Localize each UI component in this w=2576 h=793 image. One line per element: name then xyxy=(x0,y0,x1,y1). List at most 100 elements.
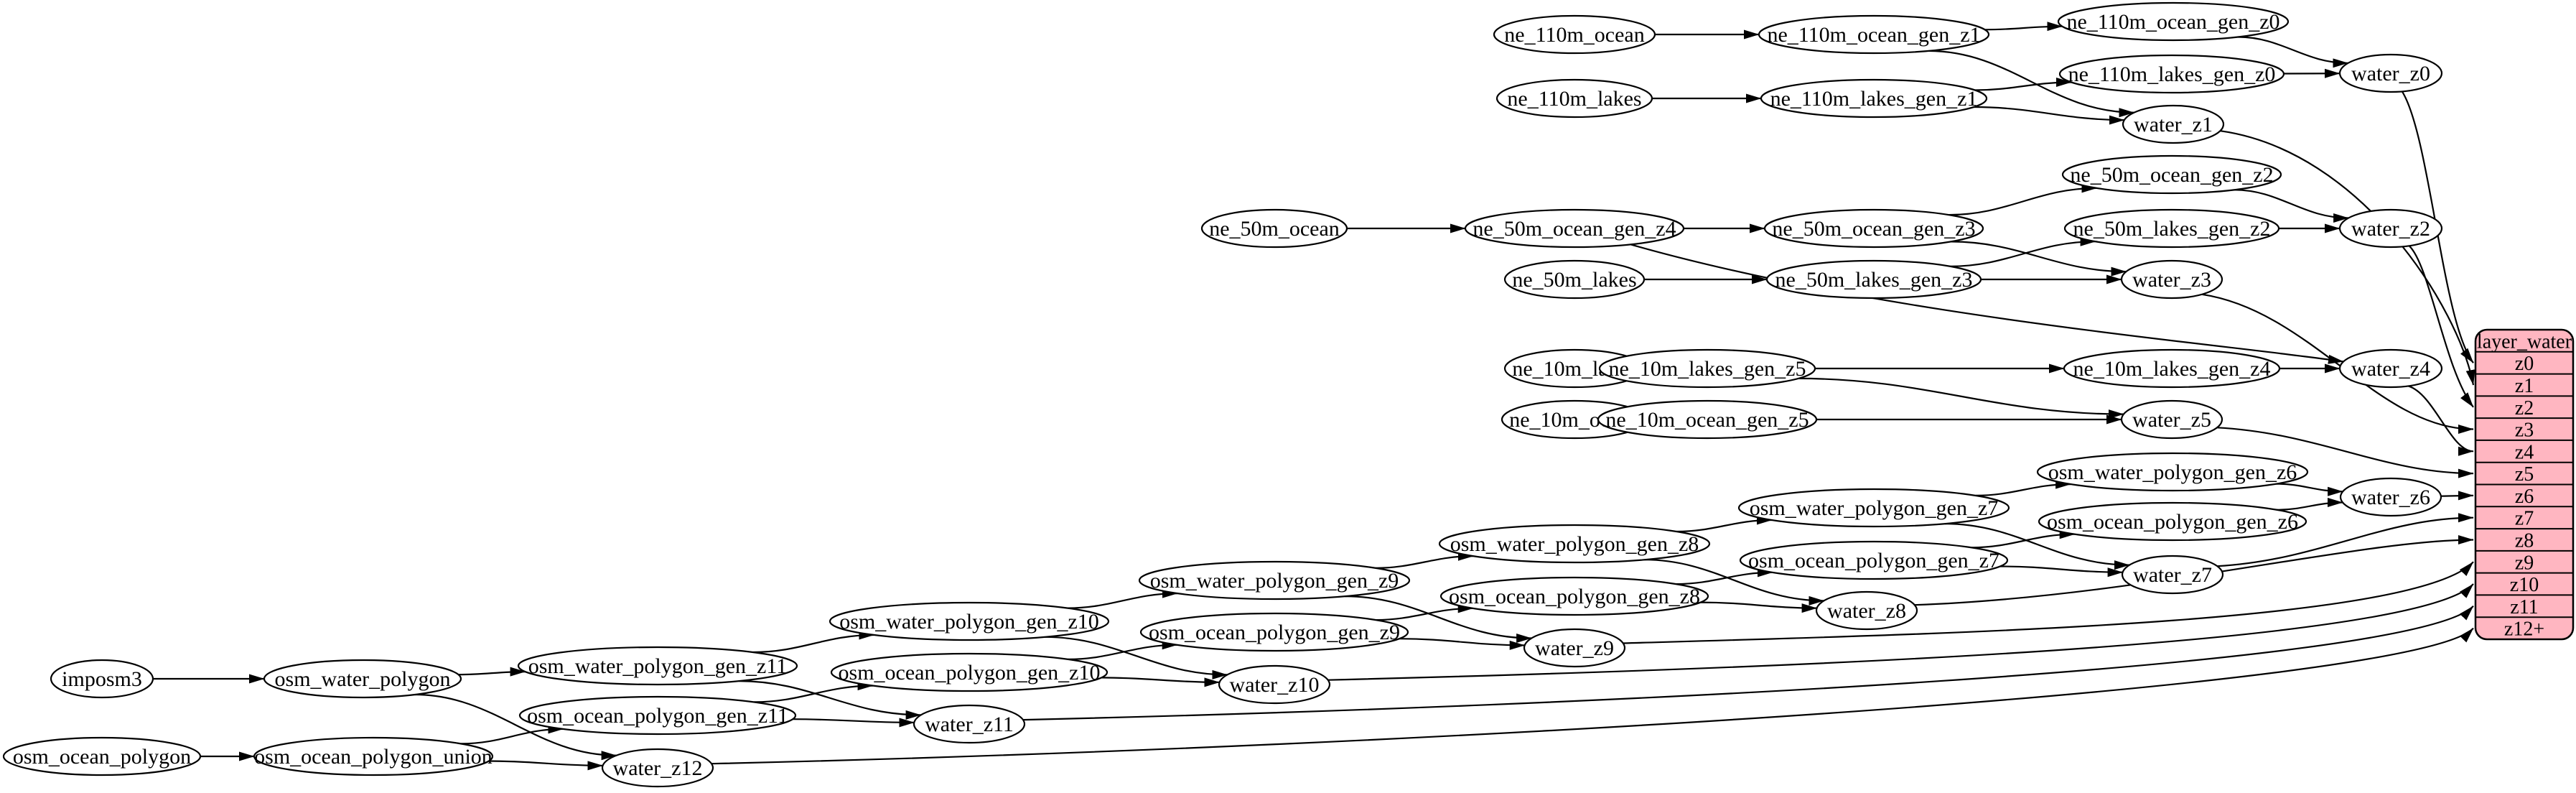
table-header: layer_water xyxy=(2477,330,2572,353)
table-row-z7: z7 xyxy=(2515,508,2534,530)
node-label-osm_water_polygon_gen_z11: osm_water_polygon_gen_z11 xyxy=(528,654,787,678)
node-water_z4: water_z4 xyxy=(2340,350,2442,387)
node-ne_110m_ocean_gen_z1: ne_110m_ocean_gen_z1 xyxy=(1759,16,1989,53)
table-row-z11: z11 xyxy=(2510,596,2538,618)
edge-ne_50m_lakes_gen_z3-ne_50m_lakes_gen_z2 xyxy=(1950,241,2095,266)
node-water_z0: water_z0 xyxy=(2340,55,2442,92)
node-label-osm_ocean_polygon: osm_ocean_polygon xyxy=(13,745,191,769)
node-osm_ocean_polygon_gen_z8: osm_ocean_polygon_gen_z8 xyxy=(1441,578,1708,615)
node-osm_water_polygon_gen_z9: osm_water_polygon_gen_z9 xyxy=(1139,562,1409,599)
node-label-ne_10m_lakes_gen_z5: ne_10m_lakes_gen_z5 xyxy=(1609,357,1806,381)
edge-ne_110m_ocean_gen_z0-water_z0 xyxy=(2238,37,2348,63)
layer-water-table: layer_waterz0z1z2z3z4z5z6z7z8z9z10z11z12… xyxy=(2475,330,2573,641)
node-label-ne_110m_lakes: ne_110m_lakes xyxy=(1507,87,1641,111)
edge-ne_10m_lakes_gen_z5-water_z5 xyxy=(1798,379,2124,414)
edge-osm_water_polygon_gen_z6-water_z6 xyxy=(2277,484,2343,492)
node-water_z2: water_z2 xyxy=(2340,210,2442,247)
node-imposm3: imposm3 xyxy=(51,660,153,697)
node-osm_water_polygon_gen_z6: osm_water_polygon_gen_z6 xyxy=(2038,453,2307,491)
node-ne_110m_ocean: ne_110m_ocean xyxy=(1494,16,1655,53)
edge-osm_water_polygon_gen_z11-osm_water_polygon_gen_z10 xyxy=(753,635,874,652)
edge-osm_water_polygon-osm_water_polygon_gen_z11 xyxy=(459,672,526,674)
edge-water_z4-layer_water-z4 xyxy=(2408,386,2473,451)
node-osm_water_polygon_gen_z10: osm_water_polygon_gen_z10 xyxy=(830,603,1109,640)
node-water_z9: water_z9 xyxy=(1524,629,1625,667)
node-osm_water_polygon_gen_z7: osm_water_polygon_gen_z7 xyxy=(1739,489,2009,527)
node-ne_50m_lakes_gen_z3: ne_50m_lakes_gen_z3 xyxy=(1767,261,1981,298)
node-label-osm_water_polygon_gen_z6: osm_water_polygon_gen_z6 xyxy=(2048,460,2297,484)
node-water_z6: water_z6 xyxy=(2341,478,2441,516)
node-ne_10m_lakes_gen_z4: ne_10m_lakes_gen_z4 xyxy=(2064,350,2279,387)
edge-osm_water_polygon_gen_z10-osm_water_polygon_gen_z9 xyxy=(1068,593,1177,608)
node-water_z1: water_z1 xyxy=(2123,106,2223,143)
node-water_z12: water_z12 xyxy=(602,749,713,787)
node-label-osm_ocean_polygon_gen_z11: osm_ocean_polygon_gen_z11 xyxy=(527,704,788,728)
node-label-ne_50m_ocean: ne_50m_ocean xyxy=(1209,217,1340,241)
node-label-water_z5: water_z5 xyxy=(2132,408,2211,432)
node-label-osm_ocean_polygon_gen_z7: osm_ocean_polygon_gen_z7 xyxy=(1748,549,1999,572)
table-row-z6: z6 xyxy=(2515,486,2534,508)
node-label-ne_10m_ocean_gen_z5: ne_10m_ocean_gen_z5 xyxy=(1605,408,1809,432)
edge-osm_ocean_polygon_gen_z7-osm_ocean_polygon_gen_z6 xyxy=(1971,534,2074,548)
node-label-ne_110m_lakes_gen_z0: ne_110m_lakes_gen_z0 xyxy=(2068,62,2276,86)
edge-osm_ocean_polygon_gen_z11-water_z11 xyxy=(793,719,914,723)
node-label-ne_50m_ocean_gen_z2: ne_50m_ocean_gen_z2 xyxy=(2070,163,2273,187)
node-label-osm_ocean_polygon_union: osm_ocean_polygon_union xyxy=(254,745,493,769)
node-label-water_z4: water_z4 xyxy=(2351,357,2430,381)
table-row-z8: z8 xyxy=(2515,529,2534,552)
node-ne_50m_ocean_gen_z4: ne_50m_ocean_gen_z4 xyxy=(1465,210,1684,247)
table-row-z2: z2 xyxy=(2515,397,2534,419)
node-ne_110m_lakes: ne_110m_lakes xyxy=(1497,80,1652,117)
edge-osm_ocean_polygon_gen_z8-osm_ocean_polygon_gen_z7 xyxy=(1676,572,1773,584)
node-label-water_z2: water_z2 xyxy=(2351,217,2430,241)
table-row-z1: z1 xyxy=(2515,375,2534,397)
node-osm_ocean_polygon_gen_z10: osm_ocean_polygon_gen_z10 xyxy=(831,654,1107,691)
node-ne_10m_ocean_gen_z5: ne_10m_ocean_gen_z5 xyxy=(1598,401,1816,438)
node-label-ne_50m_ocean_gen_z4: ne_50m_ocean_gen_z4 xyxy=(1473,217,1676,241)
table-row-z3: z3 xyxy=(2515,419,2534,442)
table-row-z0: z0 xyxy=(2515,353,2534,375)
node-osm_ocean_polygon_gen_z7: osm_ocean_polygon_gen_z7 xyxy=(1740,542,2007,579)
edges-layer xyxy=(153,27,2473,766)
node-label-osm_water_polygon: osm_water_polygon xyxy=(275,667,451,691)
node-ne_50m_lakes_gen_z2: ne_50m_lakes_gen_z2 xyxy=(2065,210,2279,247)
node-label-ne_110m_lakes_gen_z1: ne_110m_lakes_gen_z1 xyxy=(1770,87,1978,111)
edge-osm_ocean_polygon_gen_z6-water_z6 xyxy=(2277,503,2343,510)
edge-osm_ocean_polygon_gen_z7-water_z7 xyxy=(2000,567,2123,572)
node-ne_110m_lakes_gen_z1: ne_110m_lakes_gen_z1 xyxy=(1761,80,1987,117)
edge-osm_ocean_polygon_gen_z8-water_z8 xyxy=(1701,603,1817,608)
node-label-osm_ocean_polygon_gen_z8: osm_ocean_polygon_gen_z8 xyxy=(1449,585,1700,608)
node-label-water_z9: water_z9 xyxy=(1535,636,1614,660)
edge-ne_50m_ocean_gen_z2-water_z2 xyxy=(2234,190,2348,218)
edge-osm_ocean_polygon_gen_z10-osm_ocean_polygon_gen_z9 xyxy=(1068,645,1177,659)
edge-osm_ocean_polygon_gen_z9-osm_ocean_polygon_gen_z8 xyxy=(1376,608,1473,620)
node-ne_110m_ocean_gen_z0: ne_110m_ocean_gen_z0 xyxy=(2058,3,2288,40)
node-osm_ocean_polygon: osm_ocean_polygon xyxy=(4,738,200,775)
node-water_z5: water_z5 xyxy=(2122,401,2222,438)
table-row-z5: z5 xyxy=(2515,463,2534,486)
node-label-ne_110m_ocean_gen_z0: ne_110m_ocean_gen_z0 xyxy=(2066,10,2279,34)
node-water_z7: water_z7 xyxy=(2122,556,2223,593)
node-label-water_z11: water_z11 xyxy=(925,713,1014,736)
node-label-water_z1: water_z1 xyxy=(2134,113,2213,136)
edge-ne_110m_ocean_gen_z1-ne_110m_ocean_gen_z0 xyxy=(1985,27,2063,30)
table-row-z12+: z12+ xyxy=(2504,618,2544,641)
node-ne_10m_lakes_gen_z5: ne_10m_lakes_gen_z5 xyxy=(1600,350,1815,387)
table-row-z10: z10 xyxy=(2510,574,2539,596)
edge-osm_ocean_polygon_union-water_z12 xyxy=(489,761,603,766)
nodes-layer: ne_110m_ocean ne_110m_ocean_gen_z1 ne_110m… xyxy=(4,3,2442,787)
node-label-water_z12: water_z12 xyxy=(613,756,703,780)
edge-ne_110m_lakes_gen_z1-ne_110m_lakes_gen_z0 xyxy=(1975,83,2071,91)
edge-osm_water_polygon_gen_z7-osm_water_polygon_gen_z6 xyxy=(1976,484,2071,496)
node-label-imposm3: imposm3 xyxy=(62,667,142,691)
edge-osm_ocean_polygon_gen_z9-water_z9 xyxy=(1399,639,1525,645)
node-osm_water_polygon_gen_z8: osm_water_polygon_gen_z8 xyxy=(1439,525,1709,562)
edge-ne_50m_ocean_gen_z3-ne_50m_ocean_gen_z2 xyxy=(1949,188,2097,215)
node-label-ne_50m_lakes_gen_z3: ne_50m_lakes_gen_z3 xyxy=(1775,268,1973,292)
node-water_z10: water_z10 xyxy=(1219,666,1330,703)
node-label-osm_ocean_polygon_gen_z10: osm_ocean_polygon_gen_z10 xyxy=(839,661,1101,685)
node-label-ne_50m_lakes: ne_50m_lakes xyxy=(1512,268,1636,292)
node-label-ne_10m_lakes_gen_z4: ne_10m_lakes_gen_z4 xyxy=(2073,357,2271,381)
node-label-osm_water_polygon_gen_z8: osm_water_polygon_gen_z8 xyxy=(1450,532,1699,556)
